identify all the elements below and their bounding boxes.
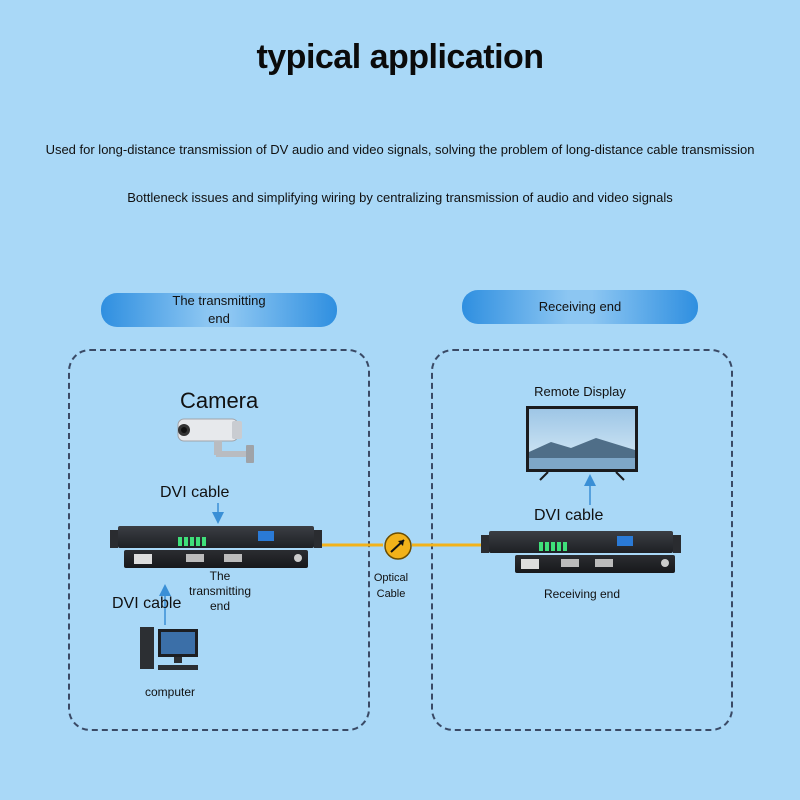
description-line-1: Used for long-distance transmission of D… bbox=[45, 142, 755, 157]
dvi-cable-bottom-label: DVI cable bbox=[112, 595, 182, 612]
remote-display-label: Remote Display bbox=[534, 384, 626, 399]
dvi-cable-right-label: DVI cable bbox=[534, 507, 604, 524]
camera-label: Camera bbox=[180, 388, 259, 413]
computer-label: computer bbox=[144, 685, 196, 699]
transmitter-device-label: The transmitting end bbox=[188, 569, 252, 613]
transmitting-panel bbox=[68, 349, 370, 731]
description-line-2: Bottleneck issues and simplifying wiring… bbox=[127, 190, 673, 205]
transmitting-banner-line-2: end bbox=[208, 311, 230, 326]
page-title: typical application bbox=[256, 38, 544, 76]
receiving-banner-label: Receiving end bbox=[538, 299, 622, 314]
display-monitor-icon bbox=[526, 406, 638, 481]
receiving-end-banner: Receiving end bbox=[462, 290, 698, 324]
dvi-cable-top-label: DVI cable bbox=[160, 484, 230, 501]
computer-icon bbox=[140, 627, 198, 670]
transmitting-end-banner: The transmitting end bbox=[101, 293, 337, 327]
security-camera-icon bbox=[177, 418, 254, 463]
optical-cable-label: Optical Cable bbox=[373, 572, 409, 600]
receiver-device bbox=[481, 531, 681, 575]
receiving-panel bbox=[431, 349, 733, 731]
transmitter-device bbox=[110, 526, 322, 570]
receiver-device-label: Receiving end bbox=[543, 587, 621, 601]
transmitting-banner-line-1: The transmitting bbox=[172, 293, 266, 308]
optical-cable-icon bbox=[384, 532, 412, 560]
